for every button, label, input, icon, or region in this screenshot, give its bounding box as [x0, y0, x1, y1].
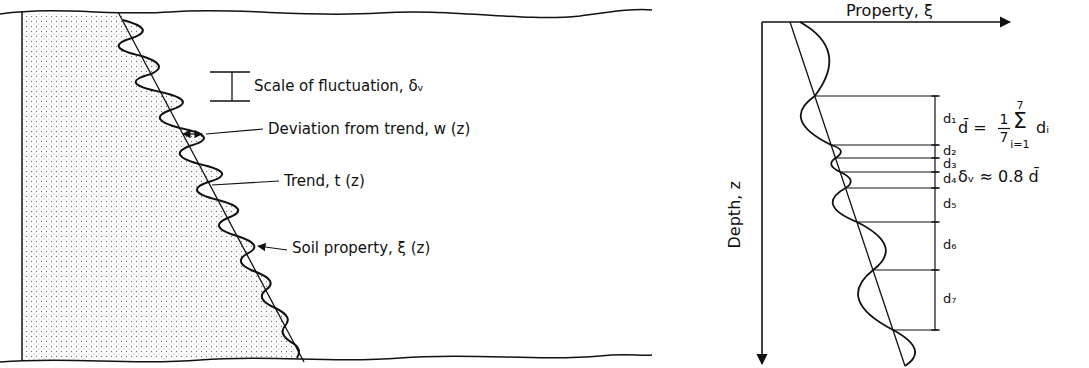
formula-term: 1 [1000, 112, 1009, 127]
bracket [231, 72, 232, 101]
dimension-label: d₃ [943, 157, 956, 171]
dimension-label: d₆ [943, 238, 956, 252]
dimension-label: d₇ [943, 292, 956, 306]
formula-term: d̄ = [958, 119, 987, 137]
stipple-region [22, 12, 297, 360]
formula-index: i=1 [1010, 139, 1029, 151]
formula-term: Σ [1013, 109, 1027, 133]
axis-title: Depth, z [726, 181, 744, 248]
callout-label: Soil property, ξ (z) [292, 240, 430, 257]
depth-axis [761, 22, 763, 364]
axis-title: Property, ξ [846, 2, 933, 20]
callout-label: Scale of fluctuation, δᵥ [254, 78, 424, 95]
formula-term: dᵢ [1036, 119, 1049, 137]
ground-boundary [0, 9, 652, 17]
callout-label: Trend, t (z) [284, 173, 365, 190]
leader-arrow [258, 246, 287, 250]
dimension-line [934, 96, 935, 330]
deviation-arrow [183, 133, 202, 134]
profile-edge [21, 11, 23, 361]
dimension-label: d₂ [943, 144, 956, 158]
property-axis [762, 21, 1010, 23]
property-curve [800, 22, 915, 366]
property-curve [119, 20, 299, 358]
trend-line [118, 12, 304, 362]
dimension-label: d₄ [943, 172, 956, 186]
leader-line [206, 129, 263, 134]
dimension-label: d₁ [943, 112, 956, 126]
ground-boundary [0, 355, 652, 362]
bracket [210, 71, 250, 72]
bracket [210, 100, 250, 101]
trend-line [790, 22, 905, 366]
leader-line [212, 181, 279, 185]
dimension-label: d₅ [943, 197, 956, 211]
formula-term: 7 [1000, 130, 1009, 145]
formula-term: δᵥ ≈ 0.8 d̄ [958, 168, 1039, 186]
crossing-lines [815, 96, 940, 330]
callout-label: Deviation from trend, w (z) [268, 121, 470, 138]
fraction-bar [998, 128, 1010, 129]
